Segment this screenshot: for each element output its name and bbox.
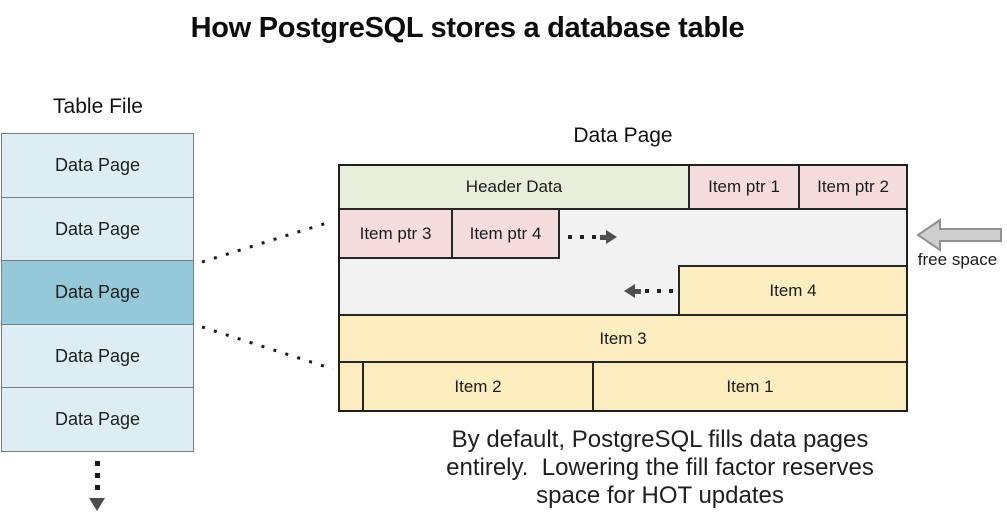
dot [580, 235, 584, 239]
item-4-cell: Item 4 [678, 265, 908, 316]
data-page-diagram: Header Data Item ptr 1 Item ptr 2 Item p… [338, 164, 908, 412]
free-space-arrow-icon [916, 218, 1002, 252]
header-data-label: Header Data [465, 177, 563, 196]
item-ptr-4-cell: Item ptr 4 [451, 208, 560, 259]
item-ptr-1-label: Item ptr 1 [708, 177, 780, 196]
header-data-cell: Header Data [338, 164, 690, 210]
item-ptr-2-label: Item ptr 2 [817, 177, 889, 196]
data-page-label: Data Page [54, 218, 141, 239]
data-page-row: Data Page [1, 196, 194, 262]
dot [592, 235, 596, 239]
item-ptr-4-label: Item ptr 4 [469, 223, 542, 243]
dotted-arrow-right-icon [564, 230, 617, 244]
dot [94, 461, 100, 466]
item-3-cell: Item 3 [338, 314, 908, 363]
arrow-tail [635, 288, 641, 294]
data-page-label: Data Page [54, 282, 141, 302]
item-3-label: Item 3 [599, 328, 647, 348]
table-file-heading: Table File [53, 95, 143, 118]
dot [669, 289, 673, 293]
data-page-row: Data Page [1, 133, 194, 198]
dot [657, 289, 661, 293]
item-1-label: Item 1 [726, 376, 774, 396]
data-page-label: Data Page [54, 409, 141, 429]
item-ptr-1-cell: Item ptr 1 [688, 164, 800, 210]
item-2-cell: Item 2 [362, 361, 594, 412]
data-page-row: Data Page [1, 323, 194, 389]
item-2-label: Item 2 [454, 376, 502, 396]
caption: By default, PostgreSQL fills data pages … [372, 426, 948, 510]
caption-line-1: By default, PostgreSQL fills data pages [451, 426, 869, 453]
page-title: How PostgreSQL stores a database table [190, 12, 745, 44]
item-4-label: Item 4 [769, 280, 817, 300]
table-file-stack: Data Page Data Page Data Page Data Page … [1, 133, 194, 452]
data-page-label: Data Page [54, 345, 141, 366]
dot [94, 485, 100, 490]
arrow-tail [600, 234, 606, 240]
free-space-label: free space [917, 250, 998, 269]
dot [94, 473, 100, 478]
dot [645, 289, 649, 293]
arrowhead [606, 230, 617, 244]
arrowhead [89, 498, 105, 511]
item-1-cell: Item 1 [592, 361, 908, 412]
data-page-row-highlighted: Data Page [1, 260, 194, 325]
caption-line-2: entirely. Lowering the fill factor reser… [446, 454, 874, 481]
caption-line-3: space for HOT updates [536, 482, 784, 509]
data-page-heading: Data Page [573, 124, 673, 147]
data-page-label: Data Page [54, 155, 141, 175]
dot [568, 235, 572, 239]
data-page-row: Data Page [1, 387, 194, 452]
arrowhead [624, 284, 635, 298]
dotted-arrow-down-icon [89, 461, 105, 511]
item-ptr-3-label: Item ptr 3 [359, 223, 432, 243]
item-ptr-3-cell: Item ptr 3 [338, 208, 453, 259]
small-item-fragment-cell [338, 361, 364, 412]
dotted-arrow-left-icon [624, 284, 677, 298]
item-ptr-2-cell: Item ptr 2 [798, 164, 908, 210]
